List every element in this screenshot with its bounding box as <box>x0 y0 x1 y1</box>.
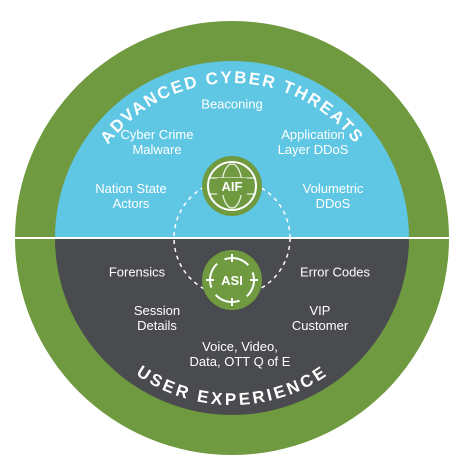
label-cyber-crime: Cyber Crime Malware <box>120 127 194 157</box>
label-voice: Voice, Video, Data, OTT Q of E <box>189 339 291 369</box>
threats-half <box>55 61 409 238</box>
label-session: Session Details <box>133 303 181 333</box>
asi-badge: ASI <box>202 250 262 310</box>
label-forensics: Forensics <box>108 264 166 280</box>
aif-label: AIF <box>222 179 243 194</box>
label-volumetric: Volumetric DDoS <box>302 181 364 211</box>
aif-badge: AIF <box>202 156 262 216</box>
label-beaconing: Beaconing <box>201 96 263 112</box>
experience-half <box>55 238 409 415</box>
crosshair-icon <box>206 254 258 306</box>
label-nation-state: Nation State Actors <box>95 181 167 211</box>
label-error-codes: Error Codes <box>299 264 371 280</box>
label-app-ddos: Application Layer DDoS <box>277 127 349 157</box>
label-vip: VIP Customer <box>291 303 349 333</box>
asi-label: ASI <box>221 273 243 288</box>
